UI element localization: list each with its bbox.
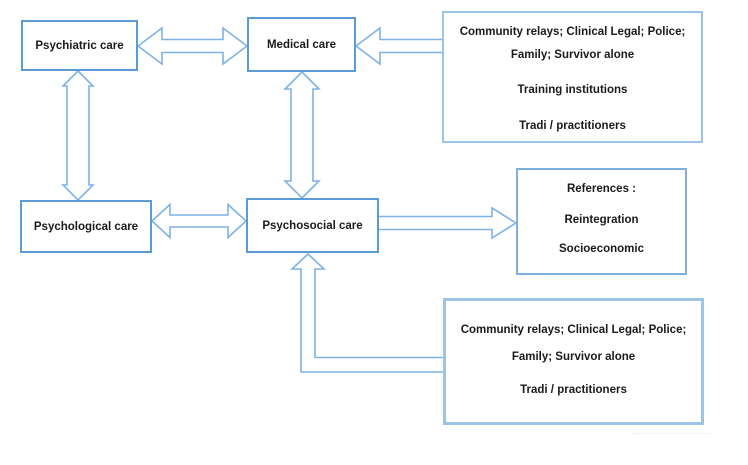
- box-psychological-care-label: Psychological care: [33, 220, 139, 233]
- box-line: Family; Survivor alone: [511, 351, 636, 363]
- box-medical-care-label: Medical care: [266, 38, 337, 51]
- box-line: Reintegration: [564, 214, 639, 226]
- box-line: References :: [566, 183, 637, 195]
- double-arrow-psychiatric-medical: [136, 26, 249, 66]
- box-psychiatric-care: Psychiatric care: [21, 20, 138, 71]
- box-line: Community relays; Clinical Legal; Police…: [460, 324, 687, 336]
- double-arrow-medical-psychosocial: [283, 70, 321, 200]
- box-line: Tradi / practitioners: [519, 120, 626, 132]
- box-psychiatric-care-label: Psychiatric care: [35, 39, 124, 52]
- arrow-psychosocial-to-references: [377, 206, 518, 240]
- box-psychosocial-care: Psychosocial care: [246, 198, 379, 253]
- box-line: Tradi / practitioners: [520, 384, 627, 396]
- box-line: Community relays; Clinical Legal; Police…: [459, 26, 686, 38]
- box-psychosocial-care-label: Psychosocial care: [262, 219, 363, 232]
- elbow-arrow-community-bottom-to-psychosocial: [289, 252, 445, 373]
- box-line: Training institutions: [517, 84, 628, 96]
- double-arrow-psychological-psychosocial: [150, 202, 248, 240]
- box-community-top: Community relays; Clinical Legal; Police…: [442, 11, 703, 143]
- box-line: Family; Survivor alone: [510, 49, 635, 61]
- box-psychological-care: Psychological care: [20, 200, 152, 253]
- box-community-bottom: Community relays; Clinical Legal; Police…: [443, 298, 704, 425]
- box-line: Socioeconomic: [559, 243, 644, 255]
- faint-artifact: [632, 430, 710, 434]
- arrow-community-top-to-medical: [354, 26, 444, 66]
- box-references: References : Reintegration Socioeconomic: [516, 168, 687, 275]
- double-arrow-psychiatric-psychological: [61, 69, 95, 202]
- box-medical-care: Medical care: [247, 17, 356, 72]
